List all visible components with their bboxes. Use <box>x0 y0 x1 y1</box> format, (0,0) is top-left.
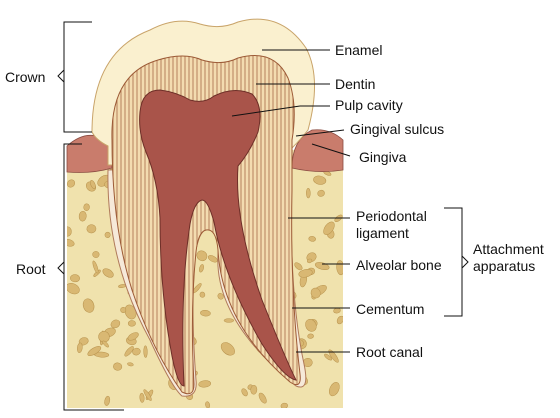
bone-hole <box>199 291 206 298</box>
bone-hole <box>294 262 303 271</box>
bone-hole <box>110 319 121 329</box>
label-dentin: Dentin <box>335 76 375 92</box>
bone-hole <box>98 331 110 343</box>
bone-hole <box>92 251 100 258</box>
label-pulp-cavity: Pulp cavity <box>335 97 403 113</box>
pulp-cavity <box>139 89 297 387</box>
bone-hole <box>104 395 111 406</box>
leader-gingiva <box>311 143 351 157</box>
bone-hole <box>207 255 218 263</box>
bone-hole <box>199 264 204 273</box>
bone-hole <box>78 210 87 222</box>
label-periodontal: Periodontal <box>356 208 427 224</box>
attachment-apparatus-bracket <box>444 207 469 317</box>
leader-lines <box>231 49 351 353</box>
bone-hole <box>102 340 109 348</box>
leader-sulcus <box>295 129 345 137</box>
bone-hole <box>87 345 102 357</box>
bone-hole <box>143 389 152 401</box>
bone-hole <box>306 258 313 264</box>
bone-hole <box>305 319 317 332</box>
label-cementum: Cementum <box>356 301 424 317</box>
bone-hole <box>220 342 235 356</box>
bone-hole <box>127 320 136 327</box>
label-ligament: ligament <box>356 225 409 241</box>
bone-hole <box>328 349 339 363</box>
bone-hole <box>132 347 141 356</box>
bone-hole <box>198 380 212 388</box>
root-bracket <box>57 143 124 411</box>
bone-hole <box>139 392 145 403</box>
bone-hole <box>258 392 267 404</box>
bone-hole <box>205 401 211 408</box>
bone-hole <box>310 287 321 299</box>
bone-hole <box>127 362 134 367</box>
bone-hole <box>306 187 311 199</box>
bone-hole <box>67 179 76 188</box>
bone-hole <box>76 342 83 354</box>
bone-hole <box>196 250 208 262</box>
bone-hole <box>317 189 325 197</box>
bone-hole <box>67 226 72 237</box>
bone-hole <box>83 203 90 211</box>
gingiva-right <box>291 129 344 172</box>
bone-hole <box>113 362 123 371</box>
bone-hole <box>223 318 235 323</box>
leader-pulp <box>231 105 301 117</box>
label-gingival-sulcus: Gingival sulcus <box>350 121 444 137</box>
label-alveolar-bone: Alveolar bone <box>356 257 442 273</box>
bone-hole <box>92 260 99 274</box>
label-root: Root <box>16 261 46 277</box>
bone-hole <box>104 231 111 238</box>
bone-hole <box>313 175 327 185</box>
bone-hole <box>67 282 80 295</box>
bone-hole <box>241 388 248 397</box>
bone-hole <box>280 402 288 408</box>
bone-hole <box>70 274 80 283</box>
bone-hole <box>308 236 316 242</box>
bone-hole <box>307 333 314 339</box>
bone-hole <box>217 293 224 300</box>
bone-hole <box>102 268 114 278</box>
label-crown: Crown <box>5 69 45 85</box>
bone-hole <box>127 332 139 341</box>
label-attachment: Attachment <box>473 241 544 257</box>
bone-hole <box>89 180 96 189</box>
label-enamel: Enamel <box>335 42 382 58</box>
bone-hole <box>250 385 258 395</box>
bone-hole <box>324 353 333 361</box>
crown-bracket <box>57 21 92 133</box>
label-gingiva: Gingiva <box>359 149 407 165</box>
bone-hole <box>82 298 95 313</box>
bone-hole <box>336 315 343 325</box>
bone-hole <box>124 346 134 357</box>
bone-hole <box>200 310 211 317</box>
label-root-canal: Root canal <box>356 344 423 360</box>
bone-hole <box>143 345 148 358</box>
bone-hole <box>86 224 97 234</box>
label-apparatus: apparatus <box>473 258 535 274</box>
bone-hole <box>323 221 335 235</box>
bone-hole <box>120 307 127 313</box>
bone-hole <box>328 382 340 397</box>
bone-hole <box>298 269 313 278</box>
bone-hole <box>67 239 75 247</box>
